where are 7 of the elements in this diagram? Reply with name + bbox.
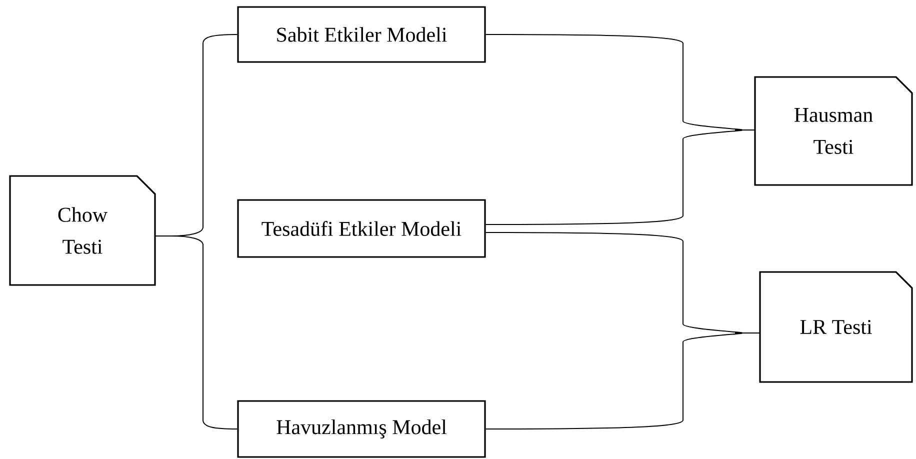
model-box: Tesadüfi Etkiler Modeli: [237, 199, 486, 258]
test-box: Chow Testi: [9, 175, 156, 286]
test-box: Hausman Testi: [754, 76, 913, 186]
model-box: Sabit Etkiler Modeli: [237, 6, 486, 63]
test-box: LR Testi: [759, 271, 913, 383]
brace-connector: [154, 236, 238, 430]
model-box: Havuzlanmış Model: [237, 400, 486, 458]
